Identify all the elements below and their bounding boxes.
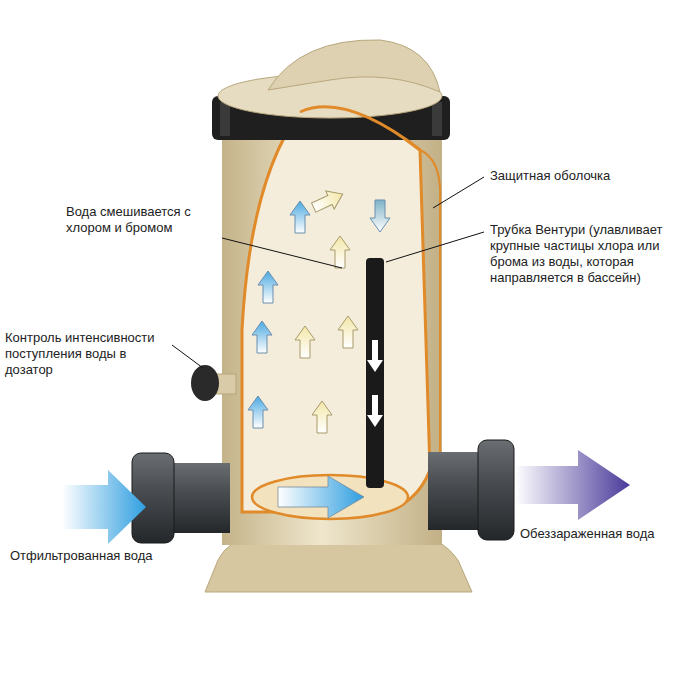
down-arrow [370,200,390,232]
up-arrow [309,185,346,217]
cap-rib [432,102,442,136]
up-arrow [295,326,315,358]
up-arrow [312,401,332,433]
up-arrow [258,271,278,303]
cap-rib [220,102,230,136]
cutaway-top-edge [300,107,420,150]
union-nut [428,452,482,530]
callout-label: Контроль интенсивности поступления воды … [5,330,170,378]
right-union [428,440,514,540]
up-arrow [290,201,310,233]
up-arrow [252,321,272,353]
flow-arrow [367,340,383,372]
union-nut [172,463,230,533]
cutaway-interior [242,107,430,513]
mixing-chamber [252,475,408,519]
flow-arrow [367,395,383,427]
left-union [132,453,230,543]
callout-label: Отфильтрованная вода [10,548,200,564]
venturi-tube [366,258,384,488]
inlet-arrow [62,470,146,544]
union-end [478,440,514,540]
leader-line [222,238,342,268]
union-end [132,453,174,543]
leader-line [386,232,484,262]
callout-label: Вода смешивается с хлором и бромом [66,204,216,236]
leader-lines [172,177,484,368]
callout-label: Трубка Вентури (улавливает крупные части… [490,222,694,286]
feeder-cap [212,40,450,150]
outlet-arrow [515,450,630,520]
knob [191,365,219,401]
tube [366,258,384,488]
up-arrow [338,316,358,348]
chamber-arrow [278,476,364,518]
flow-knob [191,365,236,401]
up-arrow [248,396,268,428]
callout-label: Обеззараженная вода [520,526,695,542]
callout-label: Защитная оболочка [490,168,690,184]
leader-line [433,177,484,208]
feeder-body [222,107,442,545]
up-arrow [330,236,350,268]
leader-line [172,345,203,368]
cap-dome [268,40,440,92]
